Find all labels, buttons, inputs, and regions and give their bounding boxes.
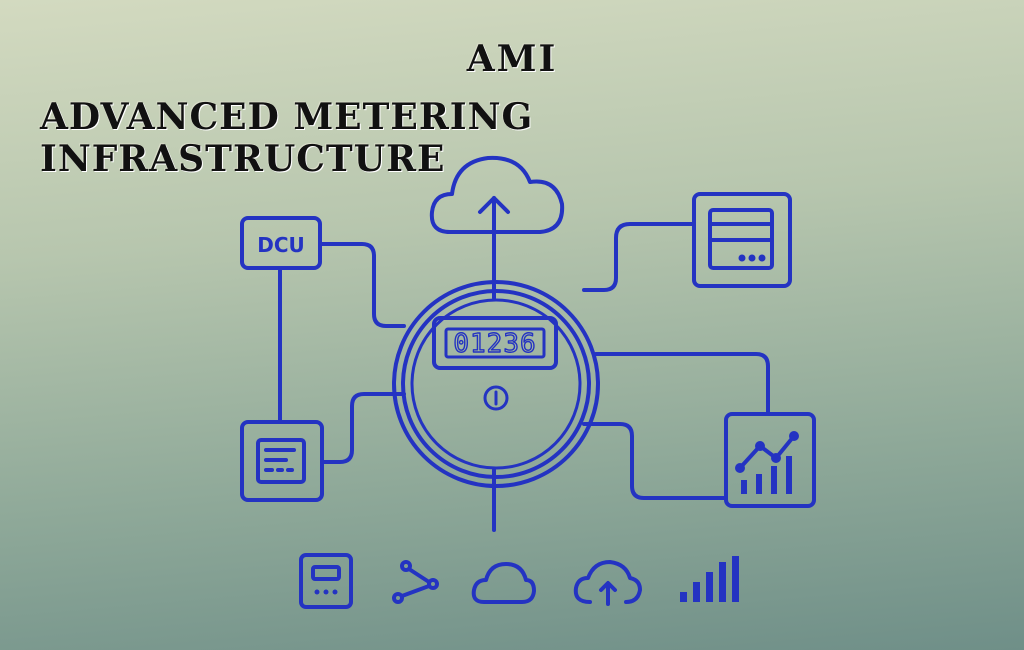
connector-lines <box>278 196 770 532</box>
dcu-label: DCU <box>257 233 305 257</box>
growth-chart-icon <box>724 412 816 508</box>
display-panel-icon <box>240 420 324 502</box>
title-acronym: AMI <box>466 38 558 80</box>
meter-device-icon <box>299 553 353 609</box>
meter-display-digits: 01236 <box>453 329 536 359</box>
cloud-upload-small-icon <box>573 560 642 606</box>
signal-bars-icon <box>680 556 739 602</box>
title-full: ADVANCED METERING INFRASTRUCTURE <box>40 96 534 180</box>
network-nodes-icon <box>392 560 439 604</box>
browser-window-icon <box>692 192 792 288</box>
dcu-box-icon: DCU <box>240 216 322 270</box>
smart-meter-icon: 01236 <box>392 280 600 488</box>
cloud-upload-icon <box>429 155 565 234</box>
cloud-icon <box>471 562 536 604</box>
